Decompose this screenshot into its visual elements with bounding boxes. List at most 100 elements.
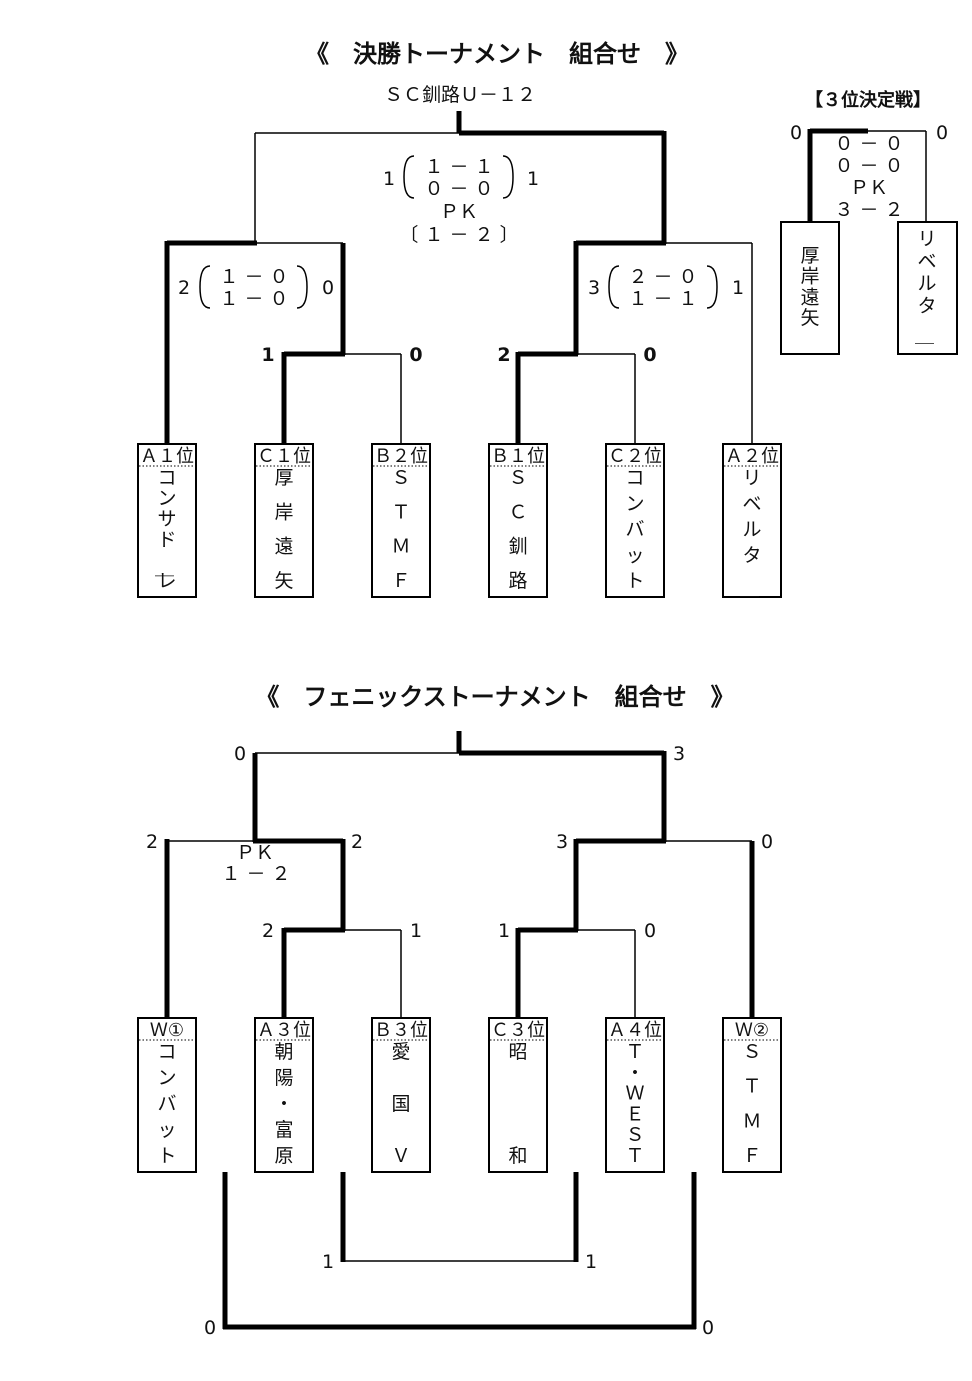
team-rank: Ｂ３位 bbox=[374, 1020, 428, 1041]
final-bracket-open bbox=[403, 155, 415, 199]
team-name: 愛国Ｖ bbox=[391, 1041, 410, 1167]
sf-left-half-1: １ － ０ bbox=[219, 266, 288, 288]
final-score-left: 1 bbox=[383, 168, 395, 190]
third-score-right: 0 bbox=[936, 122, 948, 144]
qf-left-score-right: 0 bbox=[409, 344, 422, 366]
team-rank: Ｃ３位 bbox=[491, 1020, 545, 1041]
phoenix-sf-left-score-left: 2 bbox=[146, 831, 158, 853]
team-name: Ｔ・ＷＥＳＴ bbox=[625, 1041, 644, 1167]
third-team-names: 厚岸遠矢 リベルタ｜ bbox=[800, 228, 936, 353]
sf-right-bracket-close bbox=[706, 265, 718, 309]
phoenix-place-mid-score-right: 1 bbox=[585, 1251, 597, 1273]
qf-left-score-left: 1 bbox=[261, 344, 274, 366]
final-half-1: １ － １ bbox=[424, 156, 493, 178]
phoenix-final-score-right: 3 bbox=[673, 743, 685, 765]
final-score-right: 1 bbox=[527, 168, 539, 190]
team-rank: Ｗ② bbox=[735, 1020, 769, 1041]
final-pk-label: ＰＫ bbox=[440, 201, 478, 223]
team-box bbox=[371, 1017, 431, 1173]
team-name: 厚岸遠矢 bbox=[800, 245, 819, 329]
team-rank: Ｃ２位 bbox=[608, 446, 662, 467]
third-place-bracket-lines bbox=[807, 128, 927, 222]
team-name: リベルタ｜ bbox=[912, 228, 936, 353]
final-champion: ＳＣ釧路Ｕ－１２ bbox=[384, 84, 536, 106]
third-place-title: 【３位決定戦】 bbox=[805, 89, 931, 111]
team-name: 厚岸遠矢 bbox=[274, 467, 293, 592]
phoenix-place-outer-score-right: 0 bbox=[702, 1317, 714, 1339]
third-team-box-left bbox=[780, 221, 840, 355]
sf-right-half-2: １ － １ bbox=[628, 288, 697, 310]
team-name: リベルタ｜ bbox=[737, 467, 761, 606]
final-tournament-title: 《 決勝トーナメント 組合せ 》 bbox=[305, 40, 689, 68]
final-pk-score: 〔 １ － ２ 〕 bbox=[399, 224, 518, 246]
final-bracket-close bbox=[502, 155, 514, 199]
third-pk-score: ３ － ２ bbox=[834, 199, 903, 221]
final-half-2: ０ － ０ bbox=[424, 178, 493, 200]
third-team-box-right bbox=[897, 221, 958, 355]
phoenix-tournament-title: 《 フェニックストーナメント 組合せ 》 bbox=[255, 683, 734, 711]
team-box bbox=[137, 1017, 197, 1173]
phoenix-place-outer-score-left: 0 bbox=[204, 1317, 216, 1339]
sf-right-score-left: 3 bbox=[588, 277, 600, 299]
third-half-1: ０ － ０ bbox=[834, 133, 903, 155]
team-box bbox=[137, 443, 197, 598]
phoenix-final-score-left: 0 bbox=[234, 743, 246, 765]
sf-left-score-left: 2 bbox=[178, 277, 190, 299]
team-name: ＳＴＭＦ bbox=[391, 467, 410, 592]
team-rank: Ｂ１位 bbox=[491, 446, 545, 467]
phoenix-sf-right-score-right: 0 bbox=[761, 831, 773, 853]
sf-left-score-right: 0 bbox=[322, 277, 334, 299]
phoenix-sf-left-pk-score: １ － ２ bbox=[221, 863, 290, 885]
team-rank: Ａ４位 bbox=[608, 1020, 662, 1041]
team-box bbox=[605, 1017, 665, 1173]
phoenix-qf-right-score-left: 1 bbox=[498, 920, 510, 942]
phoenix-place-mid-score-left: 1 bbox=[322, 1251, 334, 1273]
team-name: ＳＴＭＦ bbox=[742, 1041, 761, 1167]
phoenix-qf-right-score-right: 0 bbox=[644, 920, 656, 942]
sf-left-half-2: １ － ０ bbox=[219, 288, 288, 310]
team-box bbox=[722, 443, 782, 598]
team-box bbox=[722, 1017, 782, 1173]
sf-right-half-1: ２ － ０ bbox=[628, 266, 697, 288]
phoenix-sf-left-score-right: 2 bbox=[351, 831, 363, 853]
team-box bbox=[488, 443, 548, 598]
team-name: コンバット bbox=[157, 1041, 176, 1167]
qf-right-score-right: 0 bbox=[643, 344, 656, 366]
team-box bbox=[371, 443, 431, 598]
team-name: 昭和 bbox=[508, 1041, 527, 1167]
phoenix-qf-left-score-right: 1 bbox=[410, 920, 422, 942]
team-name: ＳＣ釧路 bbox=[508, 467, 527, 592]
team-name: コンサド｜レ bbox=[152, 467, 176, 592]
third-score-left: 0 bbox=[790, 122, 802, 144]
team-rank: Ａ２位 bbox=[725, 446, 779, 467]
sf-left-bracket-close bbox=[296, 265, 308, 309]
final-bracket-lines bbox=[164, 111, 753, 446]
team-rank: Ａ１位 bbox=[140, 446, 194, 467]
team-name: コンバット bbox=[625, 467, 644, 592]
qf-right-score-left: 2 bbox=[497, 344, 510, 366]
team-rank: Ｗ① bbox=[150, 1020, 184, 1041]
team-name: 朝陽・富原 bbox=[274, 1041, 293, 1167]
third-pk-label: ＰＫ bbox=[850, 177, 888, 199]
team-rank: Ａ３位 bbox=[257, 1020, 311, 1041]
team-box bbox=[254, 443, 314, 598]
team-box bbox=[605, 443, 665, 598]
phoenix-sf-right-score-left: 3 bbox=[556, 831, 568, 853]
sf-right-bracket-open bbox=[608, 265, 620, 309]
